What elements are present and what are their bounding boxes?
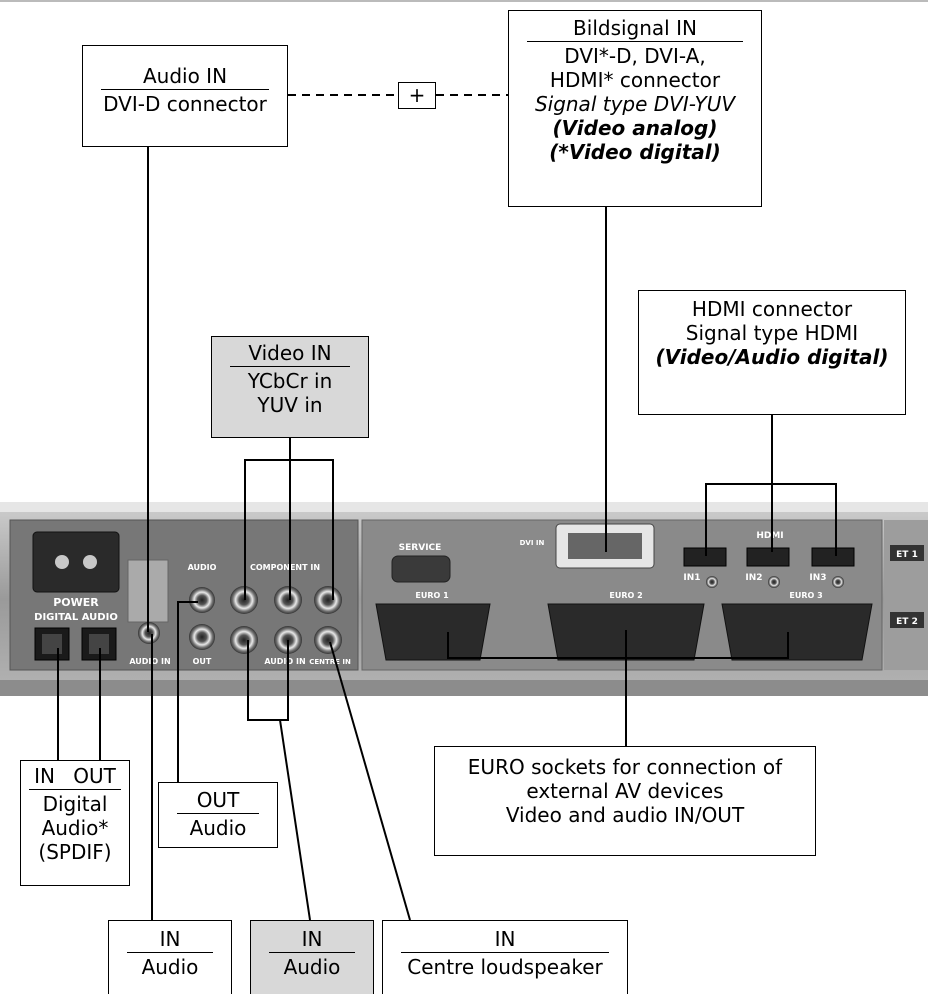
euro-line2: external AV devices: [441, 779, 809, 803]
hdmi-line1: HDMI connector: [645, 297, 899, 321]
hdmi-port-3: [812, 548, 854, 566]
video-in-box: Video IN YCbCr in YUV in: [211, 336, 369, 438]
in-centre-box: IN Centre loudspeaker: [382, 920, 628, 994]
out-audio-box: OUT Audio: [158, 782, 278, 848]
bildsignal-line4: (Video analog): [515, 116, 755, 140]
divider: [401, 952, 609, 953]
svg-text:EURO 3: EURO 3: [789, 591, 822, 600]
svg-text:DVI IN: DVI IN: [520, 539, 545, 547]
bildsignal-line2: HDMI* connector: [515, 68, 755, 92]
service-label: SERVICE: [399, 543, 442, 553]
hdmi-connector-box: HDMI connector Signal type HDMI (Video/A…: [638, 290, 906, 415]
digital-audio-out-label: OUT: [73, 764, 116, 788]
divider: [269, 952, 355, 953]
euro-socket-3: [722, 604, 872, 660]
divider: [527, 41, 743, 42]
in-audio-gray-title: IN: [257, 927, 367, 951]
svg-text:AUDIO IN: AUDIO IN: [264, 657, 305, 666]
out-audio-line1: Audio: [165, 816, 271, 840]
euro-socket-1: [376, 604, 490, 660]
out-audio-title: OUT: [165, 788, 271, 812]
euro-sockets-box: EURO sockets for connection of external …: [434, 746, 816, 856]
et1-label: ET 1: [896, 550, 918, 560]
et2-label: ET 2: [896, 617, 918, 627]
digital-audio-box: IN OUT Digital Audio* (SPDIF): [20, 760, 130, 886]
euro-line3: Video and audio IN/OUT: [441, 803, 809, 827]
plus-symbol: +: [409, 83, 426, 107]
dvi-d-connector-text: DVI-D connector: [89, 92, 281, 116]
bildsignal-box: Bildsignal IN DVI*-D, DVI-A, HDMI* conne…: [508, 10, 762, 207]
bildsignal-line1: DVI*-D, DVI-A,: [515, 44, 755, 68]
video-in-line2: YUV in: [218, 393, 362, 417]
service-port: [392, 556, 450, 582]
hdmi-line3: (Video/Audio digital): [645, 345, 899, 369]
divider: [127, 952, 213, 953]
digital-audio-in-label: IN: [34, 764, 55, 788]
bildsignal-title: Bildsignal IN: [515, 16, 755, 40]
digital-audio-line3: (SPDIF): [25, 840, 125, 864]
audio-in-title: Audio IN: [89, 64, 281, 88]
hdmi-line2: Signal type HDMI: [645, 321, 899, 345]
audio-in-dvi-box: Audio IN DVI-D connector: [82, 45, 288, 147]
svg-text:IN1: IN1: [683, 573, 700, 583]
svg-text:EURO 1: EURO 1: [415, 591, 449, 600]
digital-audio-line1: Digital: [25, 792, 125, 816]
divider: [230, 366, 350, 367]
svg-text:EURO 2: EURO 2: [609, 591, 642, 600]
rca-centre-in: [314, 626, 342, 654]
plus-symbol-box: +: [398, 82, 436, 109]
video-in-title: Video IN: [218, 341, 362, 365]
top-border: [0, 0, 928, 2]
rca-audio-out-l: [189, 587, 215, 613]
euro-line1: EURO sockets for connection of: [441, 755, 809, 779]
divider: [29, 789, 121, 790]
svg-text:OUT: OUT: [193, 657, 212, 666]
rca-component-cr: [314, 586, 342, 614]
bildsignal-line3: Signal type DVI-YUV: [515, 92, 755, 116]
svg-text:CENTRE IN: CENTRE IN: [309, 658, 351, 666]
in-audio-gray-line1: Audio: [257, 955, 367, 979]
in-audio-line1: Audio: [115, 955, 225, 979]
rca-audio-in-l: [230, 626, 258, 654]
rca-audio-out-r: [189, 624, 215, 650]
in-centre-title: IN: [389, 927, 621, 951]
svg-text:IN2: IN2: [745, 573, 762, 583]
digital-audio-line2: Audio*: [25, 816, 125, 840]
in-audio-gray-box: IN Audio: [250, 920, 374, 994]
bildsignal-line5: (*Video digital): [515, 140, 755, 164]
hdmi-label: HDMI: [756, 531, 783, 541]
in-audio-box: IN Audio: [108, 920, 232, 994]
in-centre-line1: Centre loudspeaker: [389, 955, 621, 979]
rca-component-cb: [274, 586, 302, 614]
video-in-line1: YCbCr in: [218, 369, 362, 393]
digital-audio-inout: IN OUT: [25, 764, 125, 788]
audio-label: AUDIO: [188, 563, 217, 572]
hdmi-port-2: [747, 548, 789, 566]
divider: [101, 89, 269, 90]
svg-text:AUDIO IN: AUDIO IN: [129, 657, 170, 666]
in-audio-title: IN: [115, 927, 225, 951]
device-rear-panel: POWER DIGITAL AUDIO AUDIO IN AUDIO COMPO…: [0, 502, 928, 696]
digital-audio-label: DIGITAL AUDIO: [34, 612, 118, 623]
divider: [177, 813, 259, 814]
component-in-label: COMPONENT IN: [250, 563, 320, 572]
power-label: POWER: [53, 596, 99, 609]
power-socket: [33, 532, 119, 592]
svg-text:IN3: IN3: [809, 573, 826, 583]
